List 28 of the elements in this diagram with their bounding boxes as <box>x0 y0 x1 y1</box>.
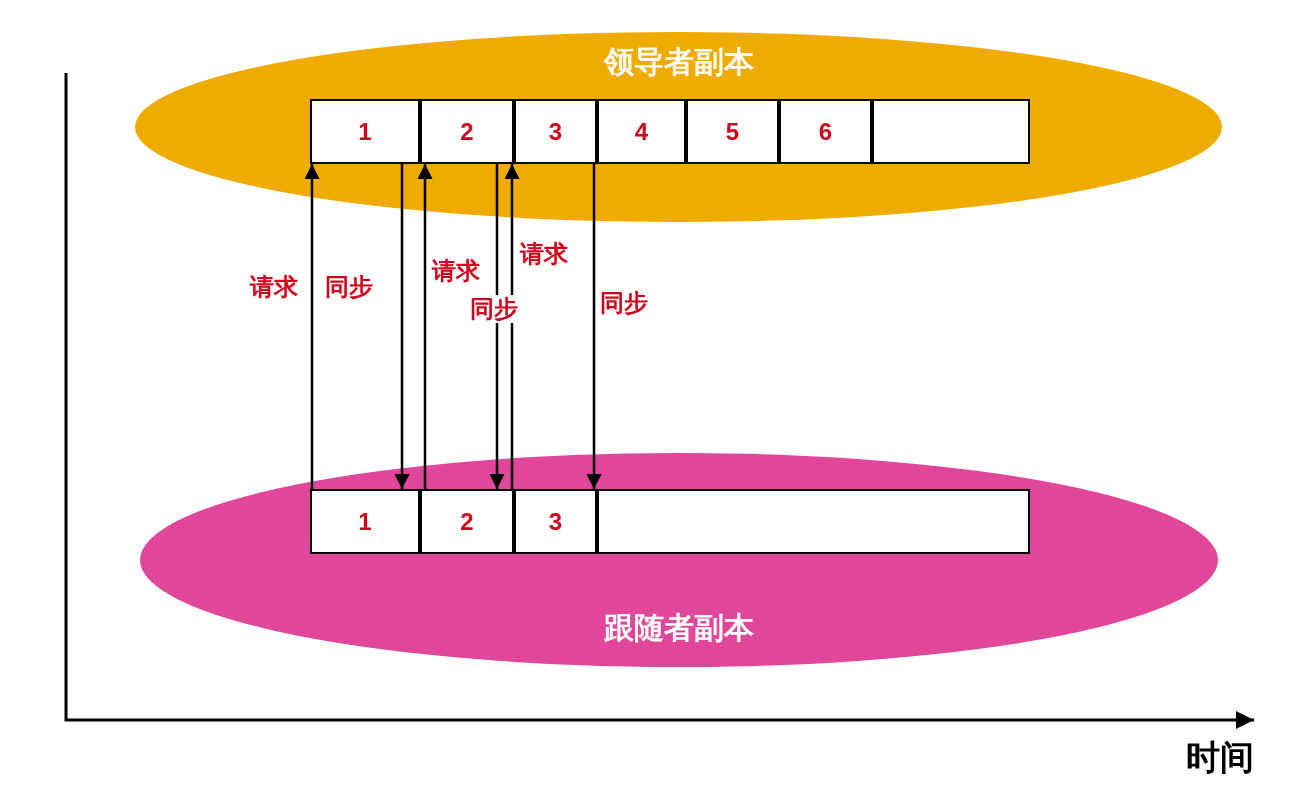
log-cell: 3 <box>514 99 597 164</box>
log-cell: 3 <box>514 489 597 554</box>
edge-label: 同步 <box>598 289 650 317</box>
replica-ellipse <box>135 32 1222 222</box>
arrow <box>417 164 433 489</box>
edge-label: 同步 <box>468 295 520 323</box>
axis-label: 时间 <box>1186 737 1254 778</box>
log-cell: 4 <box>597 99 686 164</box>
edge-label: 请求 <box>248 273 300 301</box>
edge-label: 请求 <box>430 257 482 285</box>
log-cell: 1 <box>310 489 420 554</box>
log-cell: 6 <box>779 99 872 164</box>
arrow <box>504 164 520 489</box>
replica-title: 领导者副本 <box>602 44 755 80</box>
arrow <box>586 164 602 489</box>
replica-ellipse <box>140 453 1218 667</box>
replica-title: 跟随者副本 <box>603 610 755 646</box>
log-cell: 1 <box>310 99 420 164</box>
log-cell: 2 <box>420 489 514 554</box>
edge-label: 同步 <box>323 273 375 301</box>
log-cell: 5 <box>686 99 779 164</box>
arrow <box>489 164 505 489</box>
log-cell <box>872 99 1030 164</box>
arrow <box>394 164 410 489</box>
edge-label: 请求 <box>518 240 570 268</box>
log-cell: 2 <box>420 99 514 164</box>
arrow <box>304 164 320 489</box>
log-cell <box>597 489 1030 554</box>
